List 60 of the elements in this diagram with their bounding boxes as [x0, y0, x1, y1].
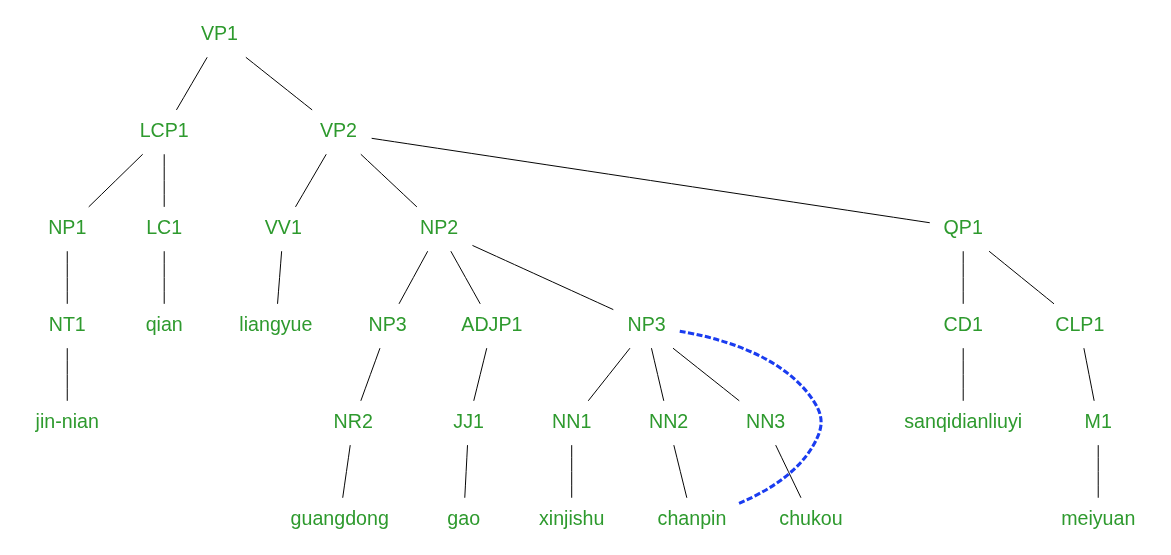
- node-text: sanqidianliuyi: [904, 409, 1023, 432]
- node-text: JJ1: [453, 409, 484, 432]
- connector: [679, 329, 823, 506]
- node-text: LCP1: [139, 118, 189, 141]
- node-text: LC1: [146, 215, 183, 238]
- connector: [66, 250, 68, 305]
- node-text: NP3: [368, 312, 407, 335]
- connector: [672, 347, 740, 402]
- node-text: liangyue: [239, 312, 313, 335]
- connector: [473, 347, 488, 402]
- node-text: NP3: [627, 312, 666, 335]
- connector: [587, 347, 631, 402]
- connector: [163, 153, 165, 208]
- node-text: NP1: [48, 215, 87, 238]
- connector: [673, 444, 688, 499]
- connector: [962, 250, 964, 305]
- node-text: chanpin: [657, 506, 727, 529]
- node-text: NN2: [649, 409, 689, 432]
- node-text: NP2: [420, 215, 459, 238]
- node-text: M1: [1084, 409, 1112, 432]
- node-text: chukou: [779, 506, 843, 529]
- connector: [371, 137, 931, 224]
- node-text: NT1: [48, 312, 86, 335]
- node-text: NR2: [333, 409, 373, 432]
- node-text: gao: [447, 506, 481, 529]
- connector: [295, 153, 327, 208]
- connector: [571, 444, 573, 499]
- connector: [1083, 347, 1095, 402]
- connector: [163, 250, 165, 305]
- connector: [471, 244, 614, 311]
- connector: [360, 153, 418, 208]
- connector: [650, 347, 665, 402]
- connector: [450, 250, 481, 305]
- node-text: VP1: [200, 21, 238, 44]
- connector: [464, 444, 468, 499]
- connector: [245, 56, 313, 111]
- node-text: xinjishu: [538, 506, 605, 529]
- node-text: NN3: [745, 409, 786, 432]
- node-text: VP2: [319, 118, 358, 141]
- connector: [175, 56, 208, 111]
- node-text: ADJP1: [461, 312, 523, 335]
- connector: [988, 250, 1055, 305]
- connector: [66, 347, 68, 402]
- connector: [962, 347, 964, 402]
- connector: [88, 153, 144, 208]
- node-text: CLP1: [1055, 312, 1105, 335]
- connector: [1097, 444, 1099, 499]
- node-text: CD1: [943, 312, 983, 335]
- connector: [398, 250, 429, 305]
- node-text: jin-nian: [35, 409, 99, 432]
- connector: [277, 250, 283, 305]
- connector: [342, 444, 351, 499]
- node-text: guangdong: [290, 506, 389, 529]
- node-text: QP1: [943, 215, 983, 238]
- node-text: qian: [145, 312, 183, 335]
- node-text: meiyuan: [1061, 506, 1136, 529]
- node-text: NN1: [552, 409, 592, 432]
- connector: [360, 347, 381, 402]
- connector: [775, 444, 802, 499]
- node-text: VV1: [264, 215, 302, 238]
